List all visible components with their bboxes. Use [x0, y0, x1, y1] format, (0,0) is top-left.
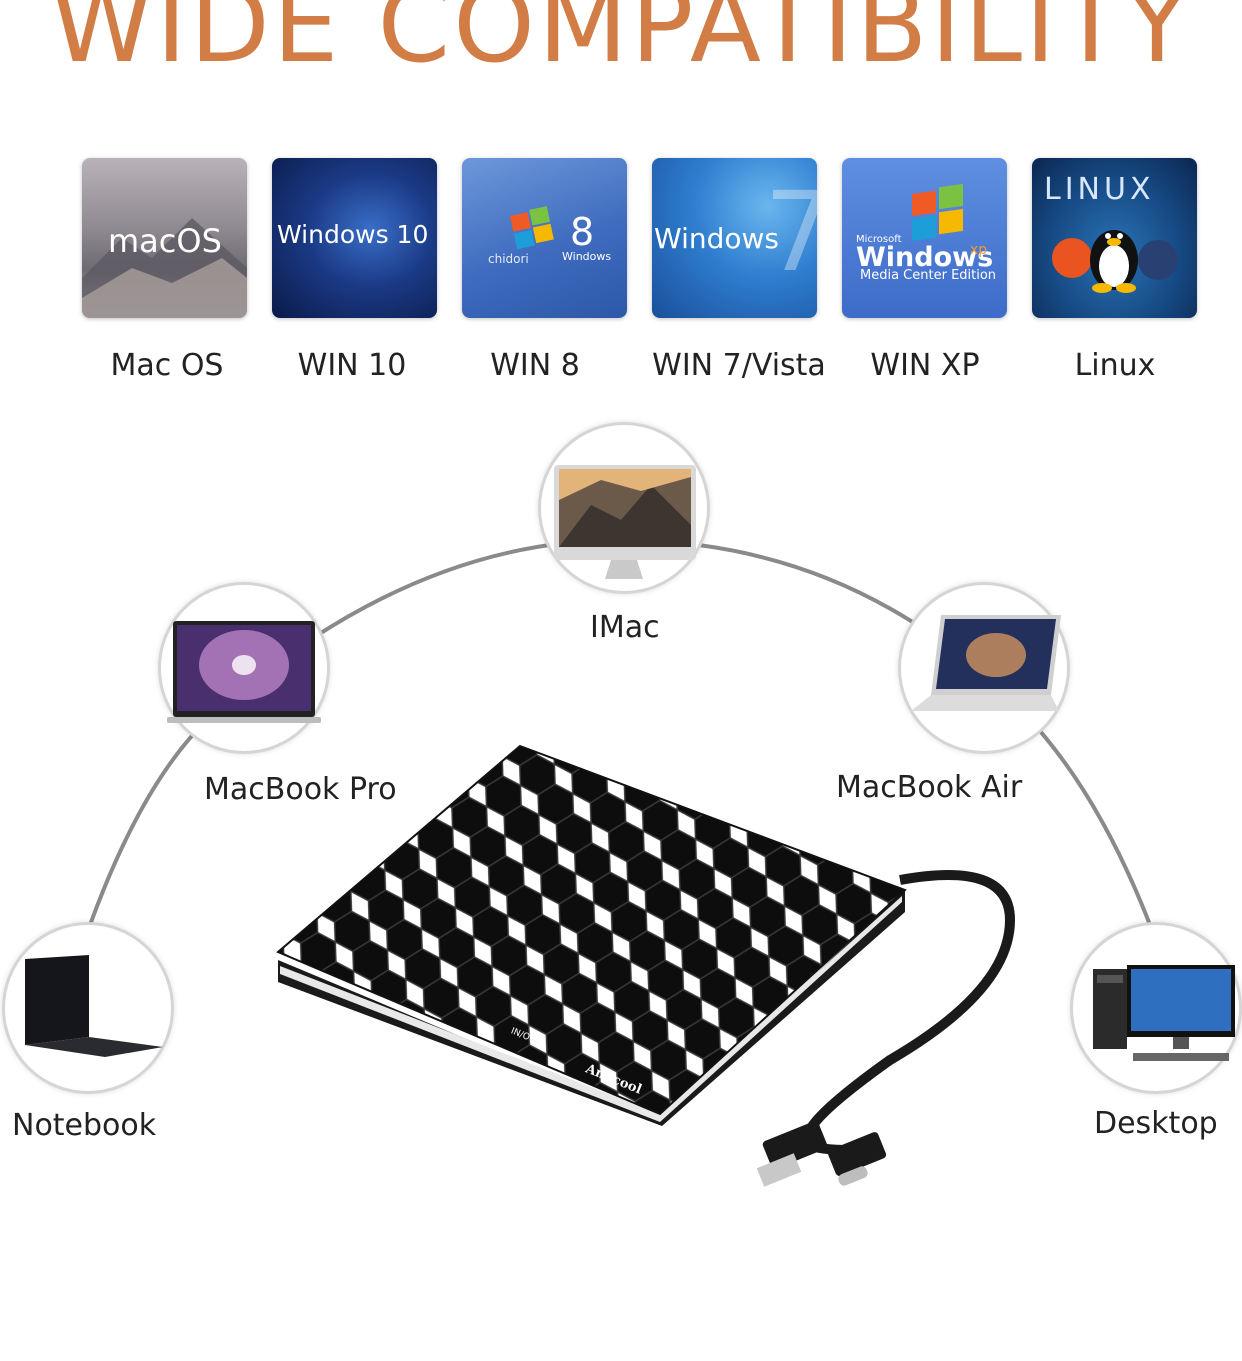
windowsxp-logo-icon — [912, 183, 963, 241]
device-label-macbook-pro: MacBook Pro — [204, 772, 397, 807]
tile-linux: LINUX — [1032, 158, 1197, 318]
device-label-imac: IMac — [590, 610, 660, 645]
desktop-icon — [1093, 965, 1235, 1061]
external-dvd-drive — [276, 744, 1016, 1187]
os-label-winxp: WIN XP — [870, 348, 980, 383]
headline-title: WIDE COMPATIBILITY — [50, 0, 1192, 86]
os-label-linux: Linux — [1074, 348, 1156, 383]
macbook-air-icon — [911, 615, 1061, 711]
tile-macos: macOS — [82, 158, 247, 318]
tile-windowsxp: Microsoft Windows xp Media Center Editio… — [842, 158, 1007, 318]
device-imac — [538, 422, 710, 594]
os-label-win8: WIN 8 — [490, 348, 580, 383]
imac-icon — [554, 465, 696, 579]
tile-windows8: 8 Windows chidori — [462, 158, 627, 318]
notebook-icon — [25, 955, 163, 1057]
device-macbook-pro — [158, 582, 330, 754]
device-notebook — [2, 922, 174, 1094]
device-macbook-air — [898, 582, 1070, 754]
device-desktop — [1070, 922, 1242, 1094]
os-label-win10: WIN 10 — [297, 348, 407, 383]
os-label-macos: Mac OS — [110, 348, 224, 383]
windows8-logo-icon — [510, 206, 554, 250]
device-label-desktop: Desktop — [1094, 1106, 1218, 1141]
os-label-win7-vista: WIN 7/Vista — [652, 348, 826, 383]
macbook-pro-icon — [167, 621, 321, 723]
macos-logo-icon — [82, 218, 247, 318]
tile-windows7: Windows 7 — [652, 158, 817, 318]
tile-windows10: Windows 10 — [272, 158, 437, 318]
device-label-macbook-air: MacBook Air — [836, 770, 1023, 805]
linux-tux-icon — [1052, 230, 1178, 293]
device-label-notebook: Notebook — [12, 1108, 157, 1143]
